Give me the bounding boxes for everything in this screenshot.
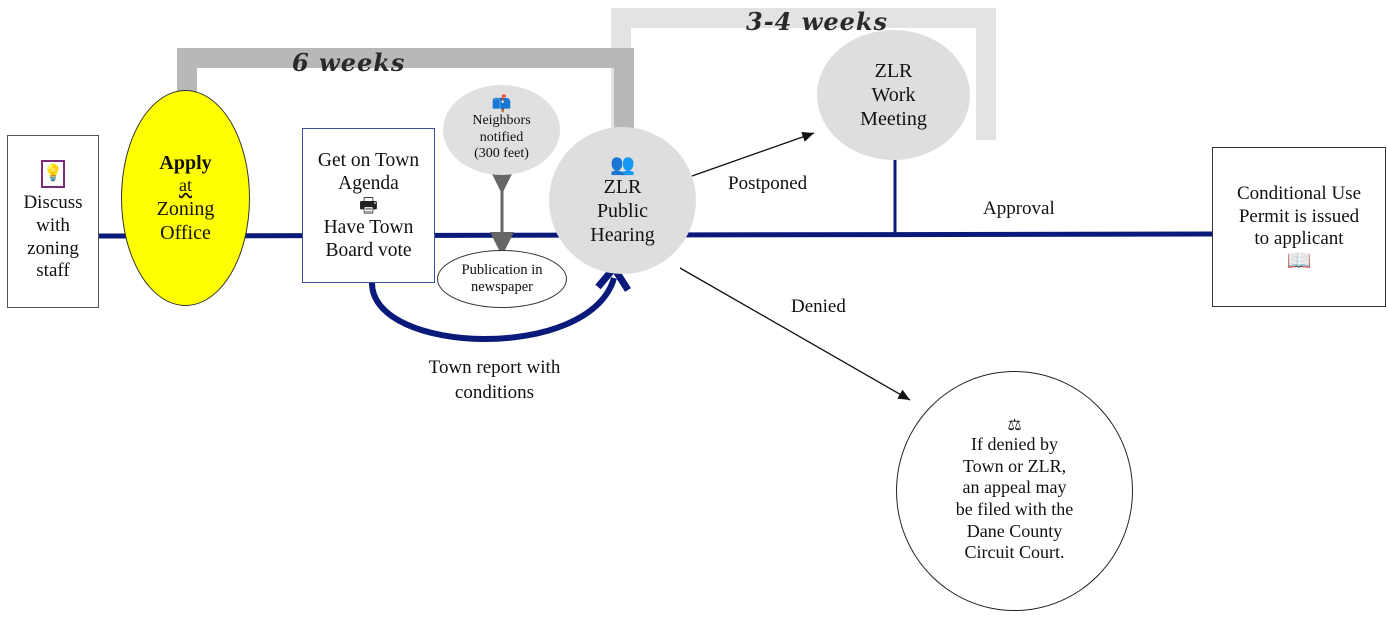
lightbulb-icon: 💡: [41, 159, 65, 188]
appeal-line-6: Circuit Court.: [964, 542, 1065, 563]
gavel-icon: ⚖: [1007, 417, 1022, 435]
appeal-line-1: If denied by: [971, 434, 1058, 455]
duration-label-3-4-weeks: 3-4 weeks: [746, 7, 889, 36]
open-book-icon: 📖: [1286, 250, 1312, 273]
hearing-line-2: Public: [596, 199, 649, 222]
zlr-public-hearing-node: 👥 ZLR Public Hearing: [549, 127, 696, 274]
appeal-line-2: Town or ZLR,: [962, 455, 1067, 476]
hearing-line-1: ZLR: [603, 175, 642, 198]
people-icon: 👥: [610, 153, 635, 176]
discuss-line-4: staff: [36, 260, 70, 282]
town-agenda-node: Get on Town Agenda 🖶 Have Town Board vot…: [302, 128, 435, 283]
work-line-3: Meeting: [860, 108, 927, 130]
agenda-line-1: Get on Town: [317, 149, 420, 171]
agenda-line-3: Have Town: [323, 216, 414, 238]
town-report-line-2: conditions: [454, 381, 535, 403]
appeal-line-3: an appeal may: [962, 477, 1067, 498]
discuss-line-2: with: [36, 214, 70, 236]
neighbors-line-3: (300 feet): [474, 146, 529, 162]
apply-at: at: [179, 175, 192, 196]
publication-line-1: Publication in: [461, 261, 543, 278]
permit-issued-node: Conditional Use Permit is issued to appl…: [1212, 147, 1386, 307]
appeal-line-5: Dane County: [966, 520, 1063, 541]
zlr-work-meeting-node: ZLR Work Meeting: [817, 30, 970, 160]
postponed-arrow: [691, 131, 815, 177]
denied-label: Denied: [791, 296, 846, 317]
approval-label: Approval: [983, 198, 1055, 219]
denied-arrow: [679, 267, 911, 401]
neighbors-line-2: notified: [479, 129, 524, 145]
permit-line-2: Permit is issued: [1238, 205, 1360, 227]
discuss-node: 💡 Discuss with zoning staff: [7, 135, 99, 308]
agenda-line-4: Board vote: [325, 239, 412, 261]
agenda-line-2: Agenda: [338, 173, 399, 195]
mailbox-icon: 📫: [491, 95, 512, 113]
hearing-line-3: Hearing: [590, 223, 655, 246]
appeal-node: ⚖ If denied by Town or ZLR, an appeal ma…: [896, 371, 1133, 611]
publication-line-2: newspaper: [470, 279, 533, 295]
duration-label-6-weeks: 6 weeks: [292, 48, 406, 77]
neighbors-notified-node: 📫 Neighbors notified (300 feet): [443, 85, 560, 175]
apply-line-2: Office: [160, 221, 211, 244]
discuss-line-1: Discuss: [23, 191, 83, 213]
postponed-label: Postponed: [728, 173, 808, 194]
duration-bar-6-weeks: [177, 48, 634, 132]
printer-icon: 🖶: [359, 194, 378, 217]
neighbors-line-1: Neighbors: [472, 112, 531, 128]
appeal-line-4: be filed with the: [955, 499, 1074, 519]
apply-node: Apply at Zoning Office: [121, 90, 250, 306]
work-line-1: ZLR: [874, 60, 913, 82]
apply-title: Apply: [159, 152, 212, 175]
town-report-label: Town report with conditions: [407, 356, 582, 405]
town-report-line-1: Town report with: [428, 357, 561, 378]
town-report-curve: [369, 277, 617, 342]
discuss-line-3: zoning: [27, 237, 79, 259]
apply-line-1: Zoning: [156, 197, 215, 220]
publication-node: Publication in newspaper: [437, 250, 567, 308]
permit-line-3: to applicant: [1254, 228, 1344, 250]
work-line-2: Work: [871, 84, 916, 106]
permit-line-1: Conditional Use: [1236, 182, 1362, 204]
